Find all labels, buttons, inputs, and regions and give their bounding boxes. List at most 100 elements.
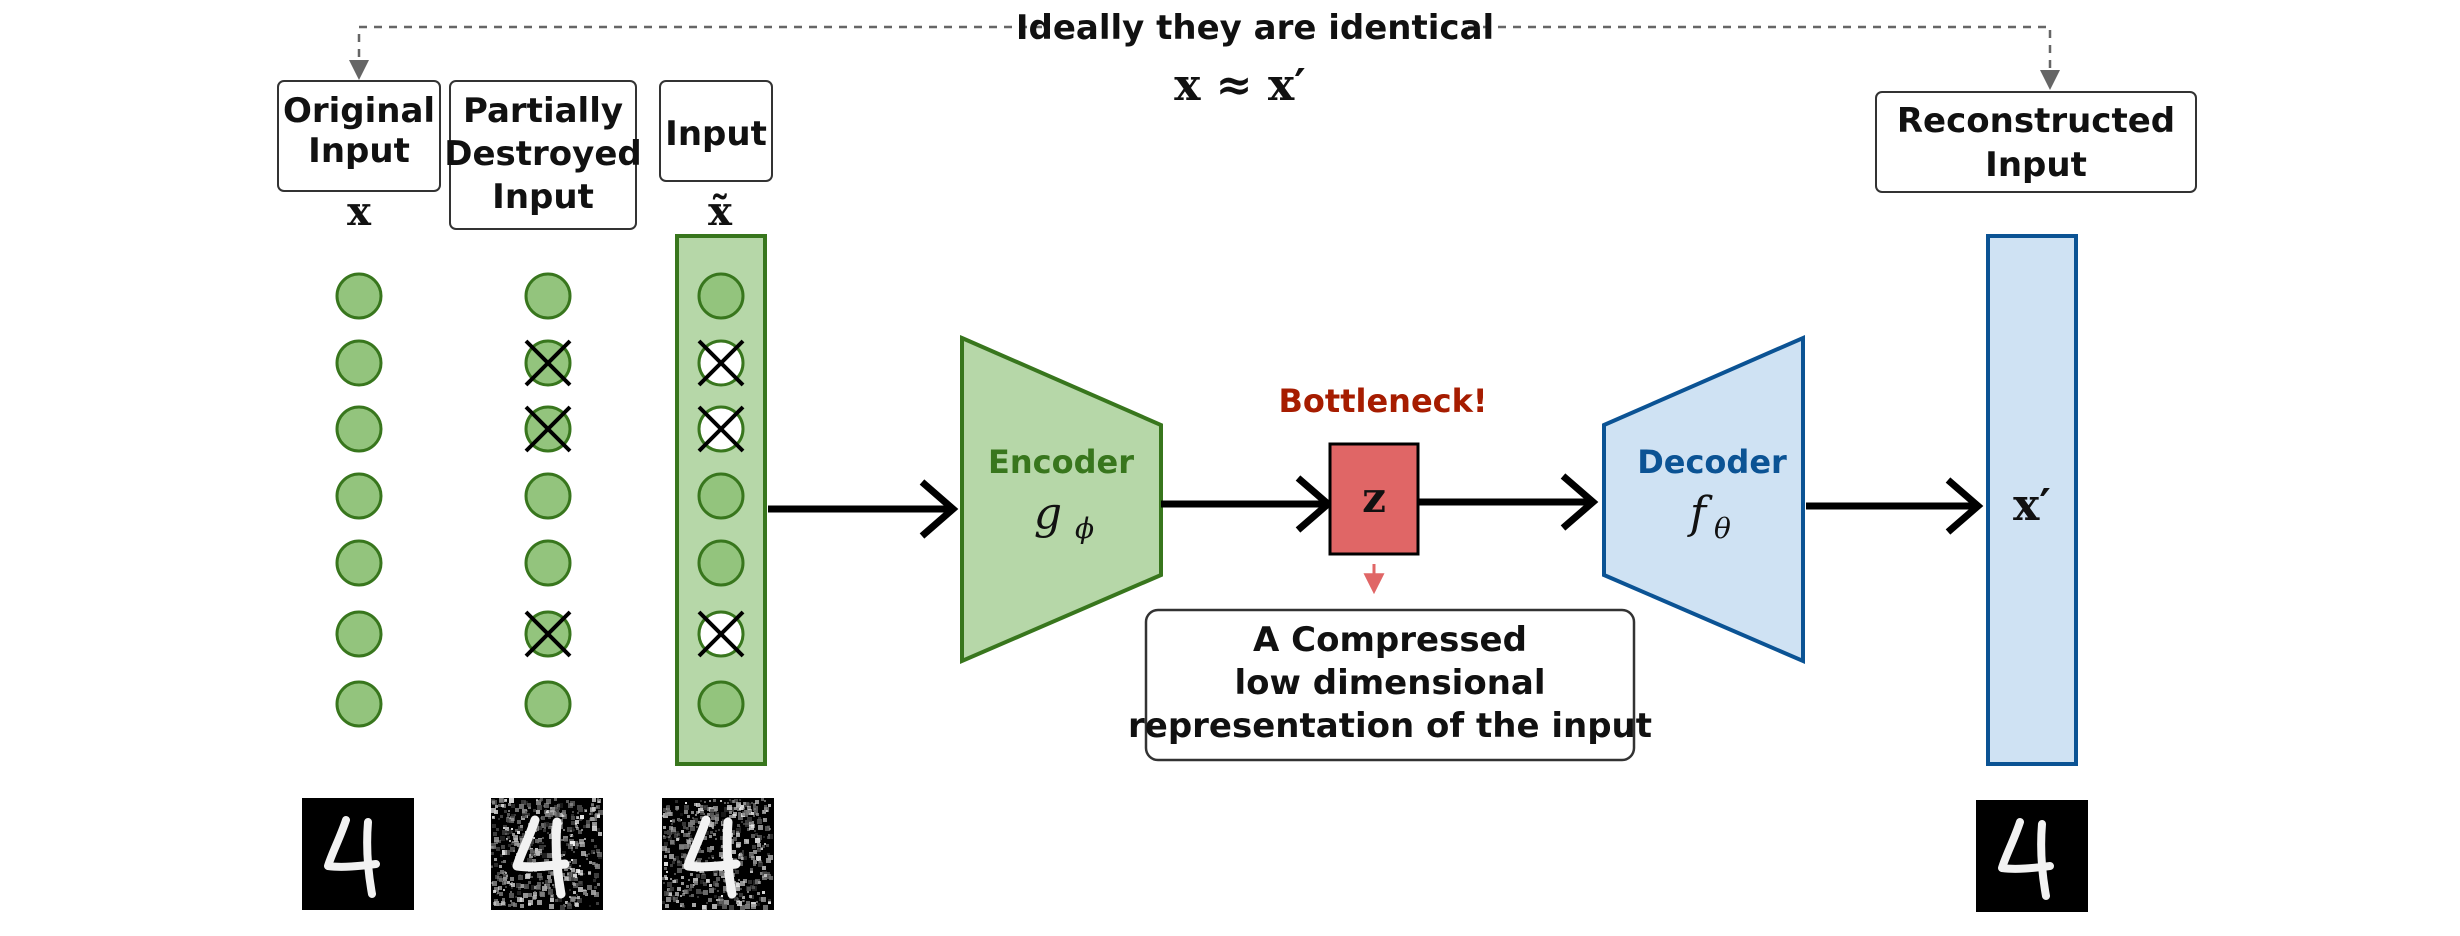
noise-pixel — [505, 827, 509, 831]
noise-pixel — [510, 847, 515, 852]
noise-pixel — [580, 815, 584, 819]
noise-pixel — [499, 798, 504, 803]
noise-pixel — [497, 892, 499, 894]
noise-pixel — [515, 808, 519, 812]
noise-pixel — [711, 815, 716, 820]
noise-pixel — [676, 809, 678, 811]
noise-pixel — [530, 849, 535, 854]
noise-pixel — [681, 876, 684, 879]
noise-pixel — [598, 810, 603, 815]
noise-pixel — [665, 848, 670, 853]
noise-pixel — [682, 822, 686, 826]
noise-pixel — [594, 873, 599, 878]
node — [335, 339, 383, 387]
noise-pixel — [588, 853, 590, 855]
noise-pixel — [688, 879, 690, 881]
noise-pixel — [730, 800, 733, 803]
node — [524, 680, 572, 728]
noise-pixel — [536, 810, 540, 814]
noise-pixel — [753, 803, 756, 806]
noise-pixel — [578, 807, 583, 812]
noise-pixel — [527, 858, 532, 863]
noise-pixel — [543, 829, 546, 832]
noise-pixel — [681, 856, 683, 858]
noise-pixel — [536, 851, 540, 855]
noise-pixel — [571, 877, 575, 881]
noise-pixel — [496, 893, 498, 895]
noise-pixel — [503, 860, 506, 863]
noise-pixel — [665, 904, 669, 908]
arrowhead-to-decoder — [1560, 473, 1599, 531]
node — [697, 472, 745, 520]
noise-pixel — [720, 800, 722, 802]
noise-pixel — [592, 822, 597, 827]
noise-pixel — [531, 876, 533, 878]
noise-pixel — [499, 892, 503, 896]
noise-pixel — [754, 808, 756, 810]
noise-pixel — [501, 901, 505, 905]
noise-pixel — [752, 886, 757, 891]
noise-pixel — [698, 859, 701, 862]
noise-pixel — [583, 891, 587, 895]
noise-pixel — [553, 812, 557, 816]
noise-pixel — [507, 816, 509, 818]
noise-pixel — [751, 812, 754, 815]
noise-pixel — [716, 899, 718, 901]
noise-pixel — [738, 879, 740, 881]
noise-pixel — [753, 815, 755, 817]
noise-pixel — [756, 856, 761, 861]
noise-pixel — [691, 894, 694, 897]
noise-pixel — [677, 861, 682, 866]
noise-pixel — [743, 879, 747, 883]
noise-pixel — [579, 865, 581, 867]
noise-pixel — [537, 873, 542, 878]
noise-pixel — [744, 839, 749, 844]
noise-pixel — [715, 821, 718, 824]
noise-pixel — [768, 901, 771, 904]
nodes-destroyed — [524, 272, 572, 728]
noise-pixel — [663, 826, 666, 829]
noise-pixel — [718, 829, 720, 831]
cross-mark — [697, 610, 745, 658]
noise-pixel — [740, 881, 745, 886]
noise-pixel — [701, 850, 704, 853]
noise-pixel — [734, 897, 738, 901]
noise-pixel — [528, 900, 533, 905]
noise-pixel — [598, 832, 602, 836]
digit-image-noisy-2 — [662, 798, 774, 910]
dashed-arrow-right — [1468, 25, 2060, 90]
noise-pixel — [683, 833, 687, 837]
noise-pixel — [593, 879, 596, 882]
noise-pixel — [570, 830, 572, 832]
noise-pixel — [769, 828, 771, 830]
noise-pixel — [555, 899, 558, 902]
noise-pixel — [561, 812, 566, 817]
noise-pixel — [519, 804, 524, 809]
noise-pixel — [756, 901, 758, 903]
noise-pixel — [512, 833, 515, 836]
noise-pixel — [742, 850, 744, 852]
noise-pixel — [693, 818, 698, 823]
noise-pixel — [573, 874, 577, 878]
noise-pixel — [757, 847, 759, 849]
noise-pixel — [535, 839, 539, 843]
noise-pixel — [740, 852, 744, 856]
noise-pixel — [757, 848, 761, 852]
noise-pixel — [736, 844, 740, 848]
noise-pixel — [500, 870, 504, 874]
noise-pixel — [549, 904, 554, 909]
noise-pixel — [766, 874, 771, 879]
noise-pixel — [768, 855, 773, 860]
noise-pixel — [758, 817, 761, 820]
noise-pixel — [549, 823, 553, 827]
noise-pixel — [542, 882, 544, 884]
noise-pixel — [524, 884, 529, 889]
noise-pixel — [738, 854, 743, 859]
noise-pixel — [677, 887, 681, 891]
noise-pixel — [501, 845, 505, 849]
noise-pixel — [741, 821, 743, 823]
noise-pixel — [742, 811, 747, 816]
noise-pixel — [513, 850, 515, 852]
noise-pixel — [496, 899, 498, 901]
